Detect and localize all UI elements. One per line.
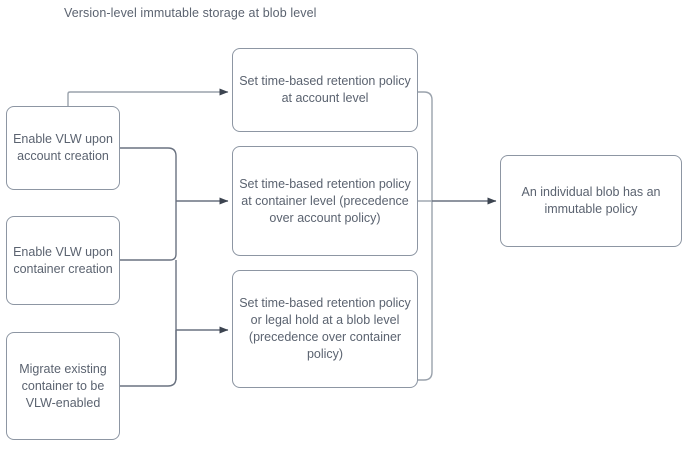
node-label: Set time-based retention policy at accou… xyxy=(239,74,411,105)
node-enable-vlw-account[interactable]: Enable VLW upon account creation xyxy=(6,106,120,190)
node-label: Enable VLW upon container creation xyxy=(13,244,113,276)
diagram-title: Version-level immutable storage at blob … xyxy=(64,6,317,20)
edge-account-to-spine xyxy=(120,147,177,201)
node-immutable-policy[interactable]: An individual blob has an immutable poli… xyxy=(500,155,682,247)
node-migrate-container[interactable]: Migrate existing container to be VLW-ena… xyxy=(6,332,120,440)
node-label: Set time-based retention policy or legal… xyxy=(239,296,411,361)
node-label: Enable VLW upon account creation xyxy=(13,132,113,163)
node-enable-vlw-container[interactable]: Enable VLW upon container creation xyxy=(6,216,120,305)
edge-container-to-spine xyxy=(120,201,177,261)
edge-migrate-to-spine xyxy=(120,330,177,387)
edge-retention-account-to-merge xyxy=(418,91,433,201)
node-label: An individual blob has an immutable poli… xyxy=(521,185,661,216)
node-label: Set time-based retention policy at conta… xyxy=(239,176,411,225)
edge-account-to-retention-account xyxy=(67,88,229,106)
node-retention-account[interactable]: Set time-based retention policy at accou… xyxy=(232,48,418,132)
node-retention-blob[interactable]: Set time-based retention policy or legal… xyxy=(232,270,418,388)
node-retention-container[interactable]: Set time-based retention policy at conta… xyxy=(232,146,418,256)
node-label: Migrate existing container to be VLW-ena… xyxy=(19,361,107,410)
edge-retention-blob-to-merge xyxy=(418,201,433,381)
